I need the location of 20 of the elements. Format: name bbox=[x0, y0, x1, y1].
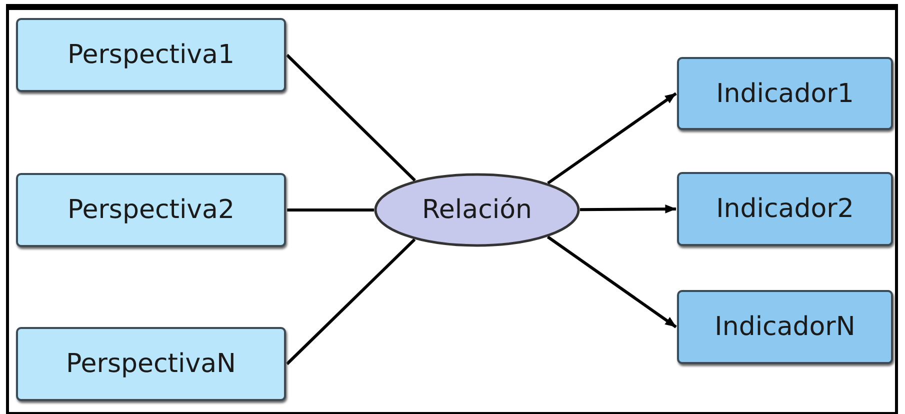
indicator-box bbox=[677, 57, 893, 130]
connector-line bbox=[287, 208, 374, 212]
perspective-box bbox=[16, 18, 286, 92]
arrow bbox=[546, 236, 677, 328]
perspective-box bbox=[16, 173, 286, 247]
node-label: Indicador2 bbox=[716, 194, 854, 224]
perspective-box bbox=[16, 327, 286, 401]
node-label: IndicadorN bbox=[714, 312, 856, 342]
node-label: Perspectiva2 bbox=[67, 195, 235, 225]
node-label: Relación bbox=[422, 195, 532, 225]
ellipse-node bbox=[374, 173, 580, 247]
node-label: PerspectivaN bbox=[66, 349, 236, 379]
arrow bbox=[547, 92, 677, 184]
node-label: Indicador1 bbox=[716, 78, 854, 108]
indicator-box bbox=[677, 290, 893, 364]
connector-line bbox=[286, 238, 416, 366]
arrow bbox=[580, 204, 676, 214]
indicator-box bbox=[677, 172, 893, 246]
connector-line bbox=[286, 54, 416, 182]
node-label: Perspectiva1 bbox=[67, 40, 235, 70]
